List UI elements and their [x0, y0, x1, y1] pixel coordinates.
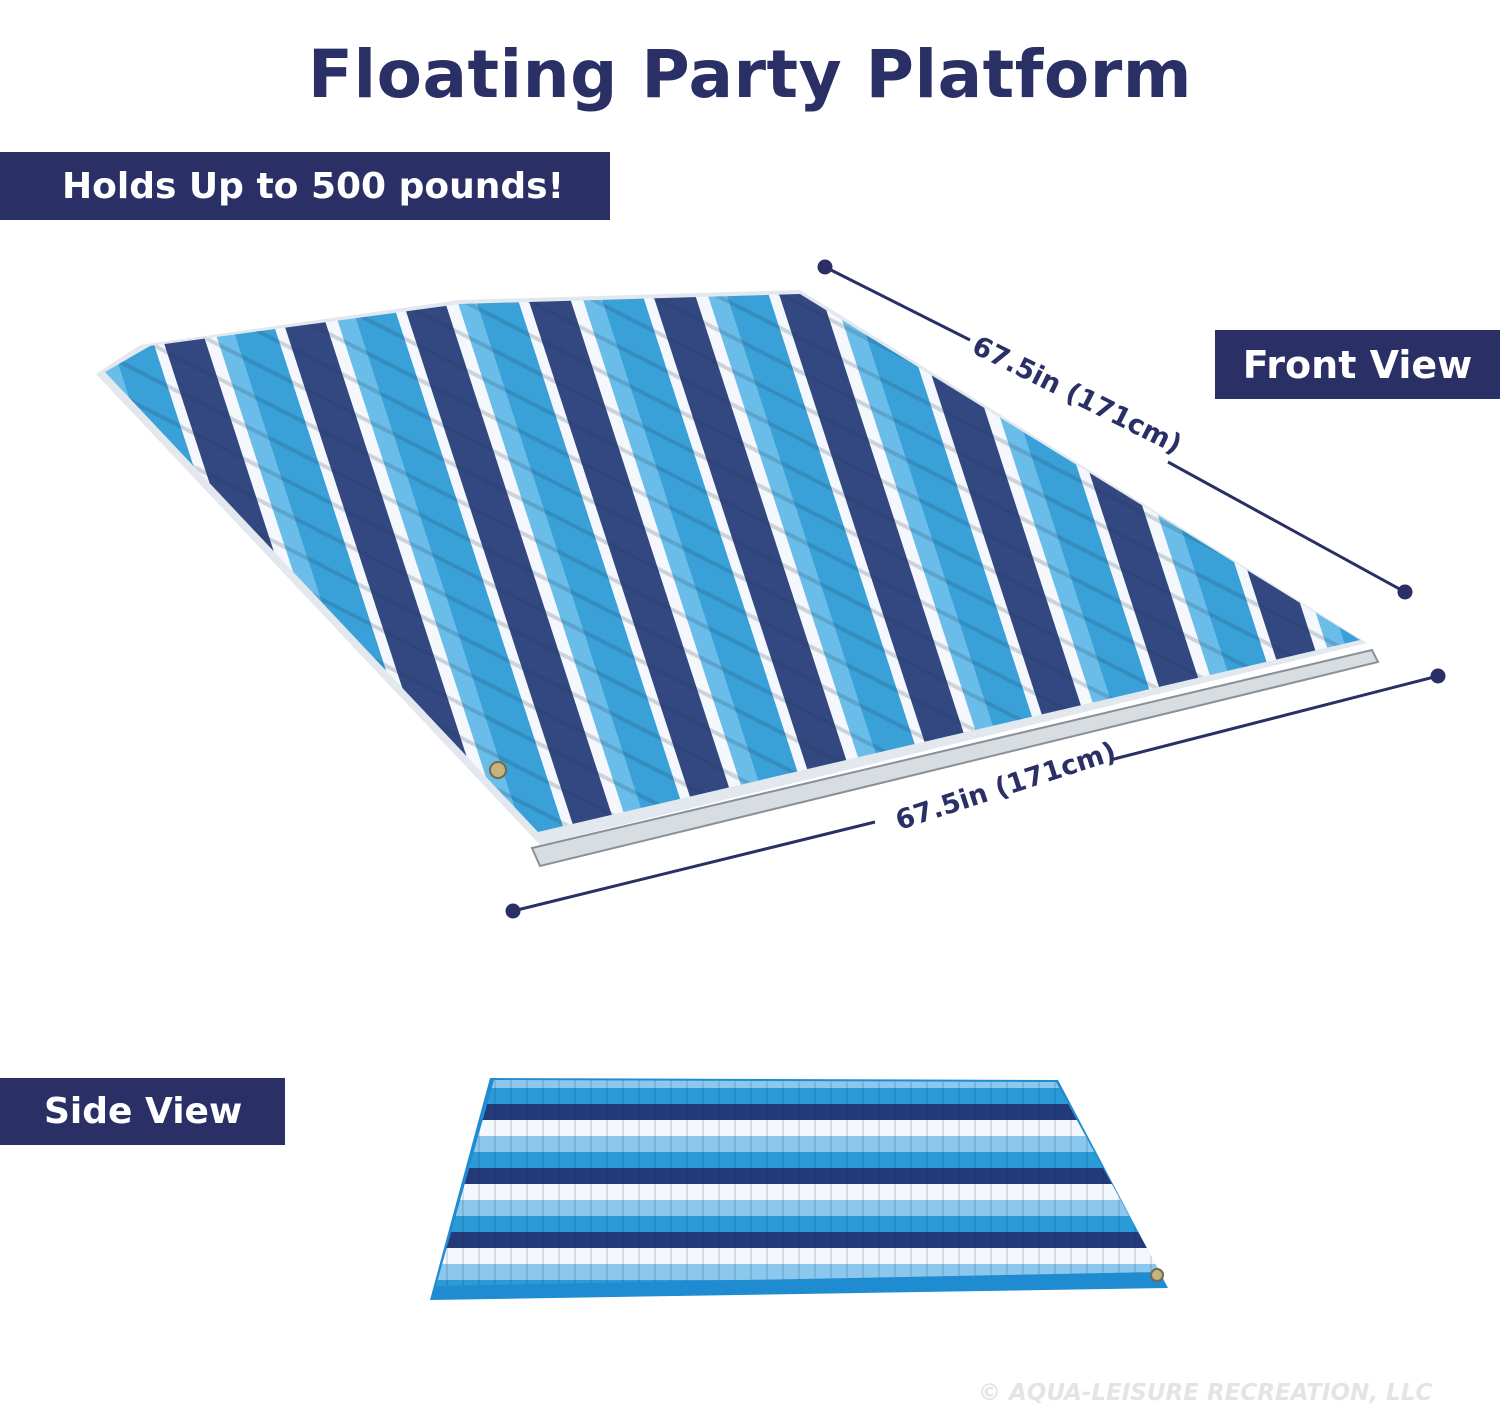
side-valve-icon: [1150, 1268, 1164, 1282]
copyright-watermark: © AQUA-LEISURE RECREATION, LLC: [978, 1380, 1433, 1406]
dimension-lines: [505, 259, 1446, 919]
platform-mesh-base: [530, 648, 1380, 868]
front-view-image: [96, 290, 1380, 868]
platform-ribs: [105, 294, 1360, 832]
platform-shading: [105, 294, 1360, 832]
capacity-badge-label: Holds Up to 500 pounds!: [62, 165, 564, 207]
front-view-badge-label: Front View: [1242, 342, 1473, 387]
side-view-image: [430, 1078, 1168, 1300]
side-view-badge-label: Side View: [44, 1091, 243, 1132]
capacity-badge: Holds Up to 500 pounds!: [0, 152, 610, 220]
page-title: Floating Party Platform: [307, 36, 1193, 114]
side-platform-ribs: [436, 1080, 1160, 1286]
valve-icon: [489, 761, 507, 779]
side-view-badge: Side View: [0, 1078, 285, 1145]
front-view-badge: Front View: [1215, 330, 1500, 399]
